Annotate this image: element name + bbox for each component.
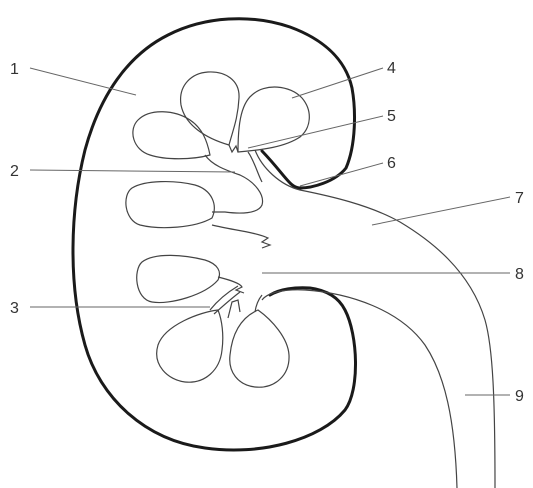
pyramid-upper-left <box>133 112 210 159</box>
leader-6 <box>300 163 383 186</box>
label-1: 1 <box>10 61 19 78</box>
leader-4 <box>292 68 383 98</box>
ureter-inner <box>262 290 457 488</box>
label-8: 8 <box>515 266 524 283</box>
pyramid-lower-left <box>137 255 220 302</box>
pyramid-bottom-left <box>157 310 223 382</box>
label-9: 9 <box>515 388 524 405</box>
leader-1 <box>30 68 136 95</box>
label-3: 3 <box>10 300 19 317</box>
label-6: 6 <box>387 155 396 172</box>
renal-pelvis <box>255 150 495 488</box>
calyx-upper <box>229 145 238 152</box>
kidney-capsule <box>73 19 356 450</box>
calyx-middle <box>212 225 270 248</box>
renal-pyramids <box>126 72 309 387</box>
pyramid-top <box>181 72 239 145</box>
pyramid-bottom-center <box>230 310 289 387</box>
label-4: 4 <box>387 60 396 77</box>
pyramid-middle-left <box>126 182 214 228</box>
renal-sinus <box>248 152 262 312</box>
leader-7 <box>372 197 510 225</box>
leader-lines <box>30 68 510 395</box>
minor-calyces <box>205 145 270 318</box>
label-5: 5 <box>387 108 396 125</box>
label-7: 7 <box>515 190 524 207</box>
leader-2 <box>30 170 235 172</box>
label-2: 2 <box>10 163 19 180</box>
leader-5 <box>248 116 383 148</box>
calyx-bottom <box>228 300 240 318</box>
